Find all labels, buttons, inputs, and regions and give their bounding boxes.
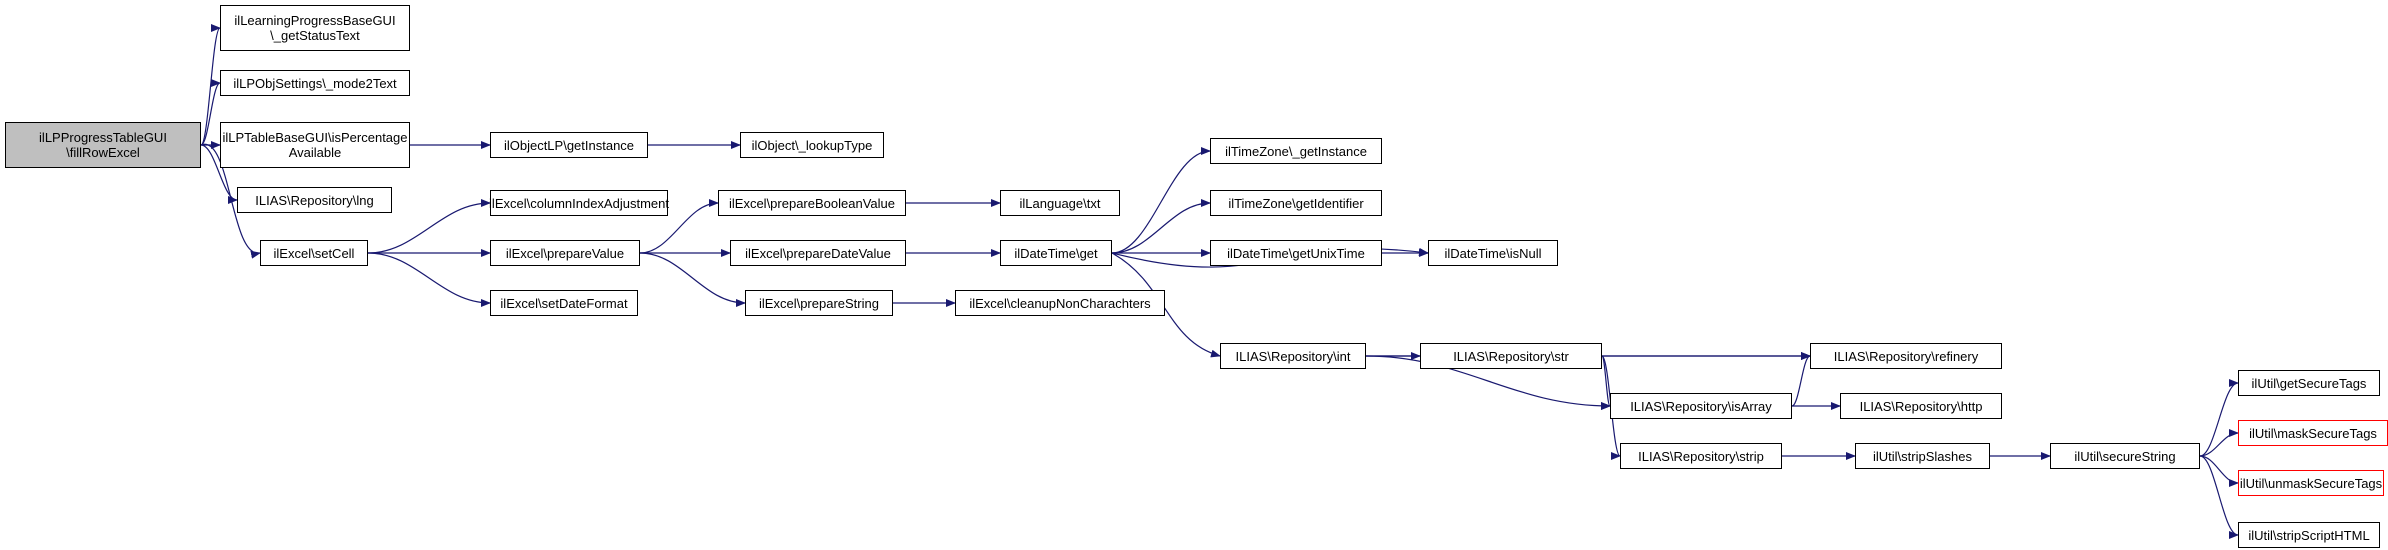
edge-ilias-repository-str-to-ilias-repository-isarray	[1600, 355, 1611, 410]
edge-ildatetime-get-to-iltimezone-getinstance	[1111, 147, 1211, 254]
node-ilias-repository-int[interactable]: ILIAS\Repository\int	[1220, 343, 1366, 369]
edge-ilexcel-preparevalue-to-ilexcel-preparebooleanvalue	[639, 199, 719, 254]
node-ilias-repository-lng[interactable]: ILIAS\Repository\lng	[237, 187, 392, 213]
edge-ildatetime-get-to-iltimezone-getidentifier	[1111, 199, 1211, 254]
node-illpprogresstablegui-fillrowexcel[interactable]: ilLPProgressTableGUI \fillRowExcel	[5, 122, 201, 168]
node-ilexcel-setdateformat[interactable]: ilExcel\setDateFormat	[490, 290, 638, 316]
edge-illpprogresstablegui-fillrowexcel-to-ilias-repository-lng	[200, 144, 238, 204]
edge-ilutil-securestring-to-ilutil-stripscripthtml	[2199, 455, 2239, 539]
node-ilexcel-preparedatevalue[interactable]: ilExcel\prepareDateValue	[730, 240, 906, 266]
node-ilexcel-cleanupnoncharachters[interactable]: ilExcel\cleanupNonCharachters	[955, 290, 1165, 316]
node-ilutil-stripscripthtml[interactable]: ilUtil\stripScriptHTML	[2238, 522, 2380, 548]
edge-ilexcel-setcell-to-ilexcel-columnindexadjustment	[367, 199, 491, 254]
node-ilutil-securestring[interactable]: ilUtil\secureString	[2050, 443, 2200, 469]
node-ilias-repository-refinery[interactable]: ILIAS\Repository\refinery	[1810, 343, 2002, 369]
node-illptablebasegui-ispercentageavailable[interactable]: ilLPTableBaseGUI\isPercentage Available	[220, 122, 410, 168]
edge-ilutil-securestring-to-ilutil-unmasksecuretags	[2199, 455, 2239, 487]
node-ilutil-masksecuretags[interactable]: ilUtil\maskSecureTags	[2238, 420, 2388, 446]
node-ilias-repository-isarray[interactable]: ILIAS\Repository\isArray	[1610, 393, 1792, 419]
node-illpobjsettings-mode2text[interactable]: ilLPObjSettings\_mode2Text	[220, 70, 410, 96]
node-ilexcel-preparebooleanvalue[interactable]: ilExcel\prepareBooleanValue	[718, 190, 906, 216]
edge-illpprogresstablegui-fillrowexcel-to-ilexcel-setcell	[200, 143, 261, 259]
edge-ilias-repository-isarray-to-ilias-repository-refinery	[1791, 352, 1811, 407]
node-ilobject-lookuptype[interactable]: ilObject\_lookupType	[740, 132, 884, 158]
edge-ilexcel-preparevalue-to-ilexcel-preparestring	[639, 252, 746, 307]
node-ilutil-unmasksecuretags[interactable]: ilUtil\unmaskSecureTags	[2238, 470, 2384, 496]
edge-illpprogresstablegui-fillrowexcel-to-illpobjsettings-mode2text	[200, 79, 221, 146]
edge-ilexcel-setcell-to-ilexcel-setdateformat	[367, 252, 491, 307]
node-ilias-repository-http[interactable]: ILIAS\Repository\http	[1840, 393, 2002, 419]
node-ilias-repository-str[interactable]: ILIAS\Repository\str	[1420, 343, 1602, 369]
node-ilexcel-columnindexadjustment[interactable]: ilExcel\columnIndexAdjustment	[489, 190, 669, 216]
node-iltimezone-getidentifier[interactable]: ilTimeZone\getIdentifier	[1210, 190, 1382, 216]
edge-ilutil-securestring-to-ilutil-masksecuretags	[2199, 429, 2239, 457]
edge-illpprogresstablegui-fillrowexcel-to-illearningprogressbasegui-getstatustext	[200, 24, 221, 146]
node-iltimezone-getinstance[interactable]: ilTimeZone\_getInstance	[1210, 138, 1382, 164]
node-ilobjectlp-getinstance[interactable]: ilObjectLP\getInstance	[490, 132, 648, 158]
edge-ilias-repository-int-to-ilias-repository-isarray	[1365, 355, 1611, 410]
node-ildatetime-getunixtime[interactable]: ilDateTime\getUnixTime	[1210, 240, 1382, 266]
node-illanguage-txt[interactable]: ilLanguage\txt	[1000, 190, 1120, 216]
node-ilutil-getsecuretags[interactable]: ilUtil\getSecureTags	[2238, 370, 2380, 396]
node-ilias-repository-strip[interactable]: ILIAS\Repository\strip	[1620, 443, 1782, 469]
node-ilexcel-setcell[interactable]: ilExcel\setCell	[260, 240, 368, 266]
node-ilutil-stripslashes[interactable]: ilUtil\stripSlashes	[1855, 443, 1990, 469]
node-ilexcel-preparestring[interactable]: ilExcel\prepareString	[745, 290, 893, 316]
node-ildatetime-isnull[interactable]: ilDateTime\isNull	[1428, 240, 1558, 266]
node-ildatetime-get[interactable]: ilDateTime\get	[1000, 240, 1112, 266]
edge-ildatetime-get-to-ilias-repository-int	[1111, 252, 1221, 358]
edge-ilutil-securestring-to-ilutil-getsecuretags	[2199, 379, 2239, 457]
node-ilexcel-preparevalue[interactable]: ilExcel\prepareValue	[490, 240, 640, 266]
node-illearningprogressbasegui-getstatustext[interactable]: ilLearningProgressBaseGUI \_getStatusTex…	[220, 5, 410, 51]
